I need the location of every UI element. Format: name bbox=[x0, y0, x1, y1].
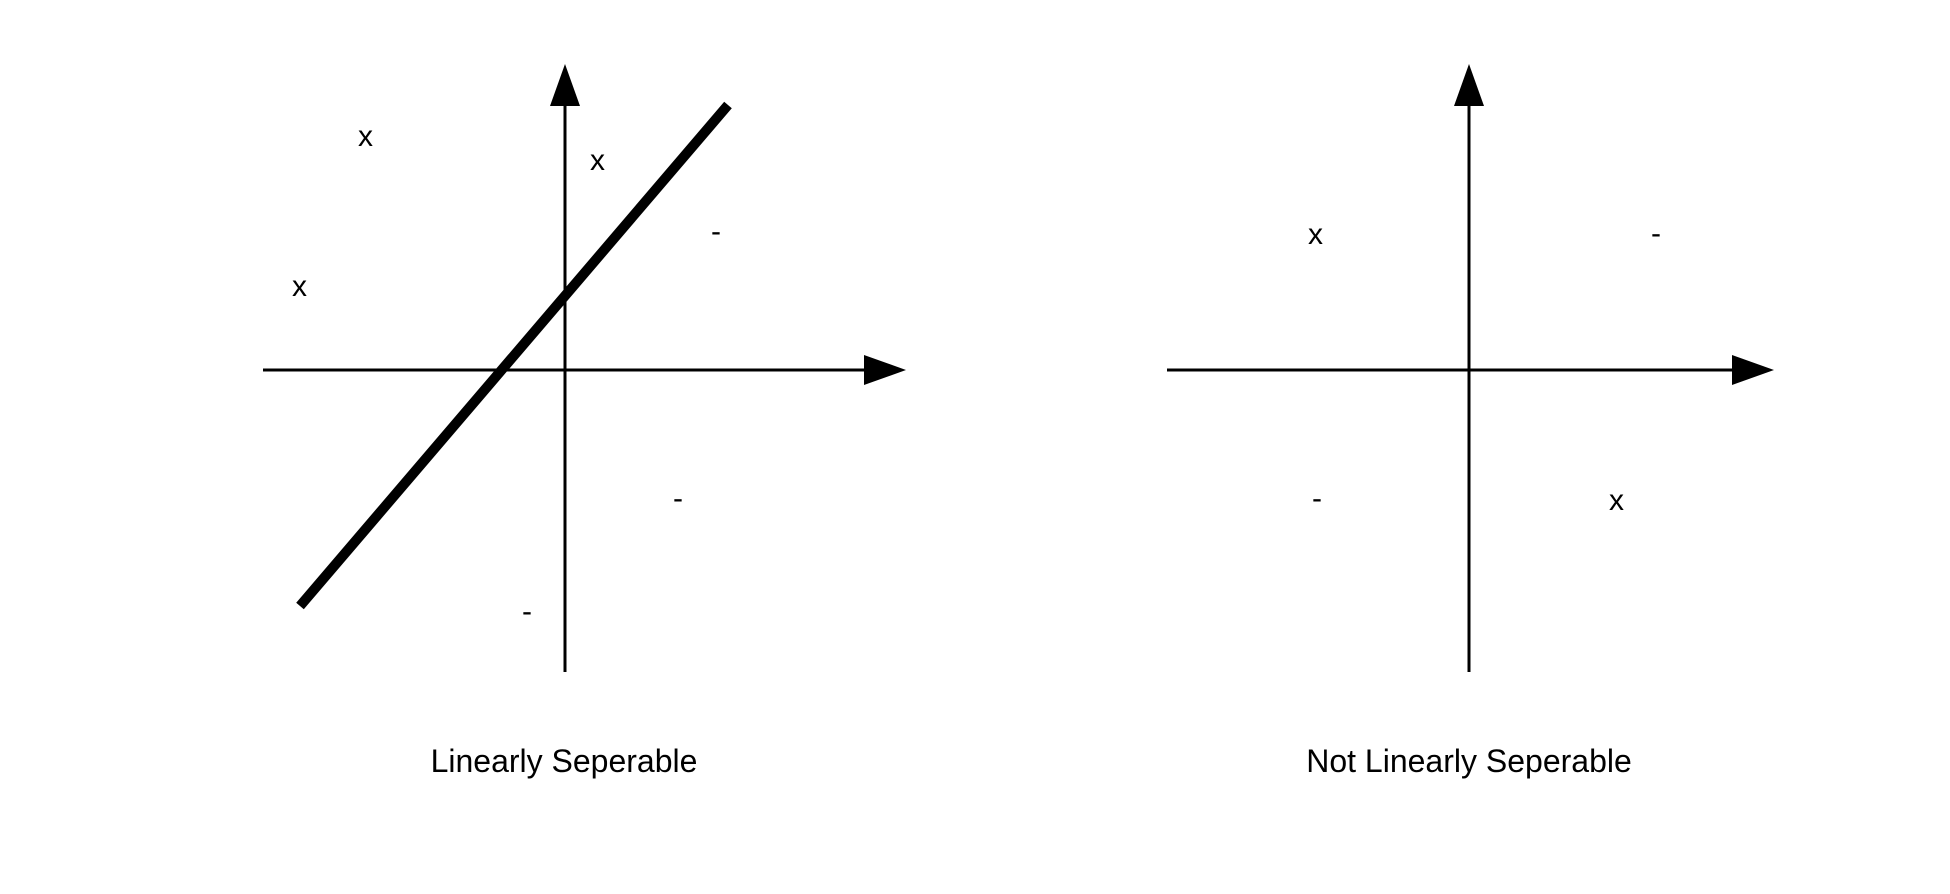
class-x-marker: x bbox=[292, 270, 307, 303]
right-caption: Not Linearly Seperable bbox=[1306, 743, 1632, 779]
class-minus-marker: - bbox=[673, 482, 683, 515]
class-minus-marker: - bbox=[1312, 482, 1322, 515]
class-minus-marker: - bbox=[711, 215, 721, 248]
separating-line bbox=[296, 101, 732, 610]
class-x-marker: x bbox=[590, 144, 605, 177]
class-x-marker: x bbox=[1308, 218, 1323, 251]
class-x-marker: x bbox=[358, 120, 373, 153]
left-caption: Linearly Seperable bbox=[431, 743, 698, 779]
class-x-marker: x bbox=[1609, 484, 1624, 517]
right-panel: x x - - Not Linearly Seperable bbox=[1167, 64, 1774, 779]
class-minus-marker: - bbox=[522, 595, 532, 628]
left-panel: x x x - - - Linearly Seperable bbox=[263, 64, 906, 779]
class-minus-marker: - bbox=[1651, 217, 1661, 250]
